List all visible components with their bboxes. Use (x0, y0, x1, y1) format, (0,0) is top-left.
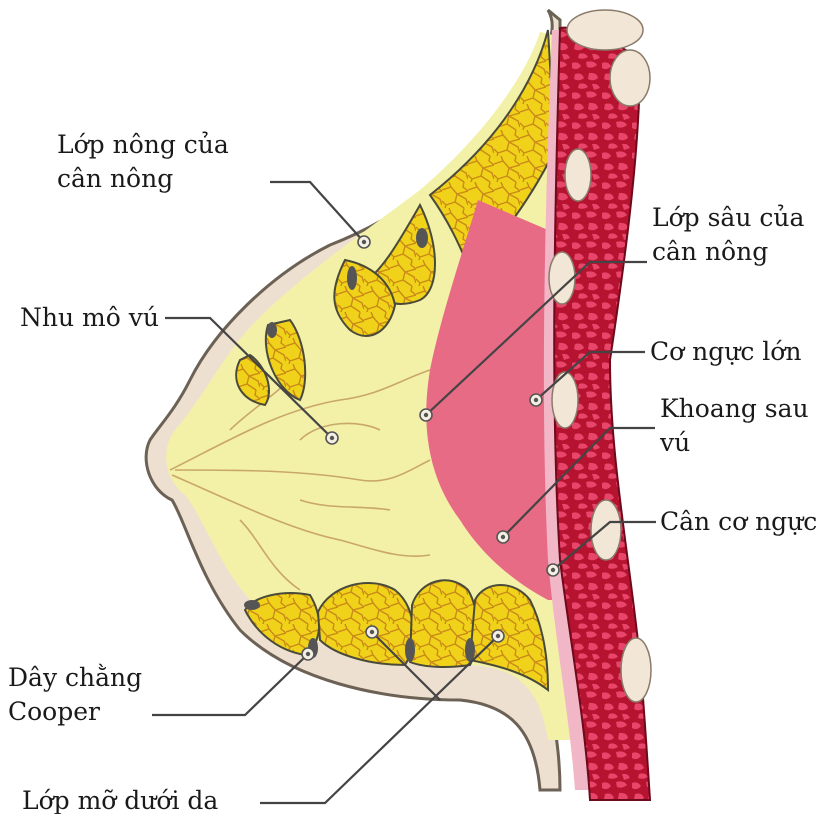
label-cooper-ligament: Dây chằng Cooper (8, 661, 142, 729)
leader-superficial-layer (270, 182, 364, 242)
label-pectoralis-major: Cơ ngực lớn (650, 335, 801, 369)
pin-superficial-layer (358, 236, 370, 248)
pin-glandular-tissue (326, 432, 338, 444)
pin-pectoralis-major (530, 394, 542, 406)
pin-subcutaneous-fat-a (366, 626, 378, 638)
pin-cooper-ligament (302, 648, 314, 660)
pin-retromammary-space (497, 531, 509, 543)
rib-3 (565, 149, 591, 201)
pin-pectoral-fascia (547, 564, 559, 576)
label-retromammary-space: Khoang sau vú (660, 392, 809, 460)
pin-deep-layer (420, 409, 432, 421)
label-superficial-layer: Lớp nông của cân nông (57, 128, 229, 196)
label-subcutaneous-fat: Lớp mỡ dưới da (22, 784, 218, 814)
label-pectoral-fascia: Cân cơ ngực (660, 505, 817, 539)
label-glandular-tissue: Nhu mô vú (20, 301, 159, 335)
rib-6 (591, 500, 621, 560)
rib-1 (567, 10, 643, 50)
rib-7 (621, 638, 651, 702)
pin-subcutaneous-fat-b (492, 630, 504, 642)
rib-2 (610, 50, 650, 106)
rib-5 (552, 372, 578, 428)
label-deep-layer: Lớp sâu của cân nông (652, 201, 804, 269)
